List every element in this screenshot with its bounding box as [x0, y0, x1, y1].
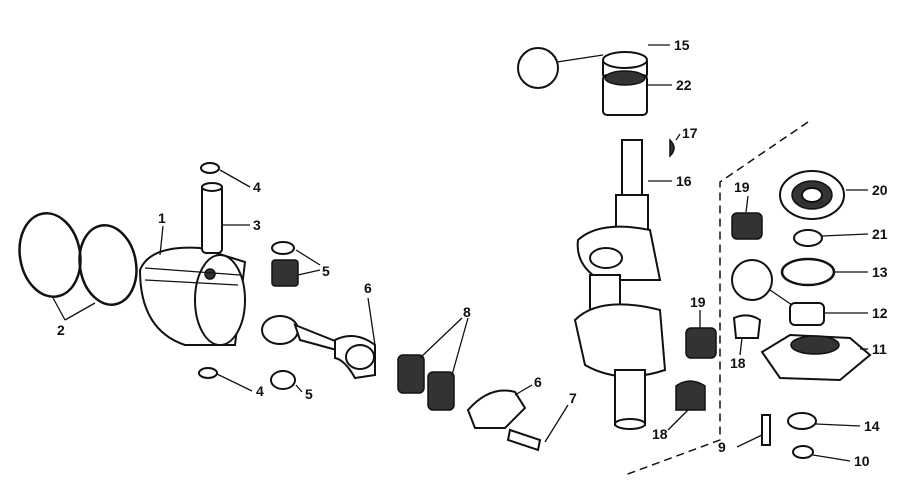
bearing-liner-upper: [732, 314, 762, 339]
rod-bearing-cage-2: [427, 371, 455, 411]
piston-pin-clip-upper: [200, 162, 220, 174]
wrist-pin-bearing: [271, 259, 299, 287]
crankshaft-group-boundary: [624, 121, 809, 476]
callout-19-lower: 19: [690, 294, 706, 310]
callout-6-cap: 6: [534, 374, 542, 390]
callout-8: 8: [463, 304, 471, 320]
callout-10: 10: [854, 453, 870, 469]
callout-6-rod: 6: [364, 280, 372, 296]
callout-11: 11: [872, 341, 887, 357]
woodruff-key: [669, 138, 675, 158]
callout-2: 2: [57, 322, 65, 338]
ball-bearing: [779, 170, 845, 220]
leader-lines: [51, 44, 869, 462]
piston-pin-clip-lower: [198, 367, 218, 379]
callout-22: 22: [676, 77, 692, 93]
housing-screw: [761, 414, 771, 446]
callout-1: 1: [158, 210, 166, 226]
seal-orientation-inset: [731, 259, 773, 301]
callout-7: 7: [569, 390, 577, 406]
main-bearing-cage-lower: [685, 327, 717, 359]
rod-bearing-cage-1: [397, 354, 425, 394]
callout-18-upper: 18: [730, 355, 746, 371]
callout-12: 12: [872, 305, 888, 321]
rod-cap: [466, 389, 527, 429]
connecting-rod: [261, 315, 376, 380]
rod-cap-screw: [506, 428, 542, 452]
callout-16: 16: [676, 173, 692, 189]
o-ring-14: [787, 412, 817, 430]
callout-5-lower: 5: [305, 386, 313, 402]
bearing-liner-lower: [675, 380, 706, 411]
piston: [138, 246, 247, 346]
callout-3: 3: [253, 217, 261, 233]
callout-21: 21: [872, 226, 888, 242]
callout-19-upper: 19: [734, 179, 750, 195]
lower-bearing-housing: [760, 333, 872, 382]
callout-13: 13: [872, 264, 888, 280]
thrust-washer-lower: [270, 370, 296, 390]
crankshaft: [573, 139, 667, 430]
main-bearing-cage-upper: [731, 212, 763, 240]
callout-9: 9: [718, 439, 726, 455]
o-ring-13: [780, 257, 836, 287]
lower-seal: [789, 302, 825, 326]
thrust-washer-upper: [271, 241, 295, 255]
callout-4-upper: 4: [253, 179, 261, 195]
callout-17: 17: [682, 125, 698, 141]
callout-20: 20: [872, 182, 888, 198]
seal-detail-inset: [517, 47, 559, 89]
callout-14: 14: [864, 418, 880, 434]
callout-15: 15: [674, 37, 690, 53]
callout-18-lower: 18: [652, 426, 668, 442]
piston-rings: [18, 212, 138, 306]
washer-10: [792, 445, 814, 459]
callout-4-lower: 4: [256, 383, 264, 399]
callout-5-upper: 5: [322, 263, 330, 279]
retaining-ring: [793, 229, 823, 247]
piston-pin: [201, 184, 223, 254]
